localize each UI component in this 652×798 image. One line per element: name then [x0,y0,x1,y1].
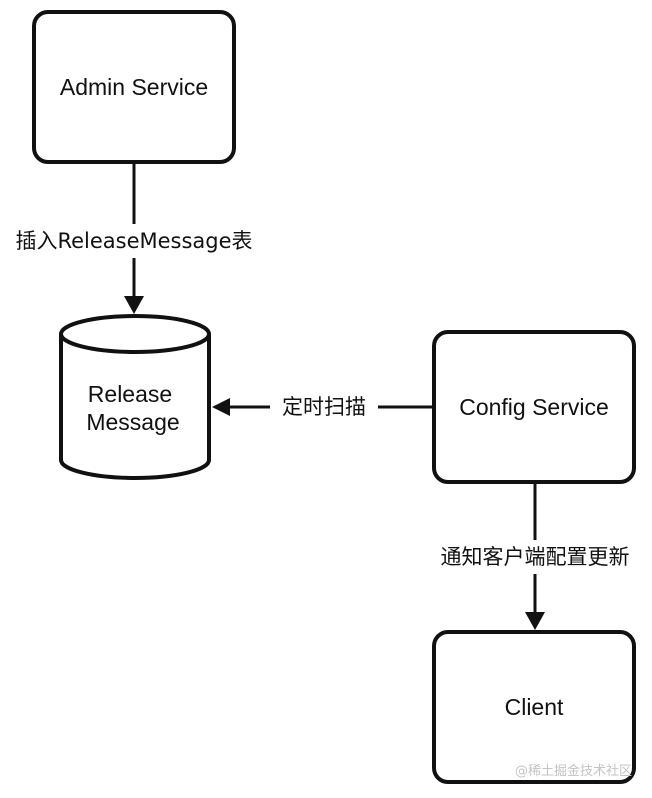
edge-config-to-release-label-bg [270,392,378,422]
node-admin-service-box [32,10,236,164]
edge-config-to-client-label-bg [424,540,646,574]
edge-admin-to-release-arrowhead [124,296,144,314]
node-release-message: Release Message [59,314,211,480]
node-release-message-cylinder-top [59,314,211,354]
node-release-message-label-line1: Release [88,381,172,407]
edge-admin-to-release-label: 插入ReleaseMessage表 [15,229,252,253]
node-config-service-label: Config Service [459,394,609,420]
edge-config-to-release-arrowhead [212,398,230,416]
node-client-box [432,630,636,784]
edge-config-to-client-label: 通知客户端配置更新 [441,545,630,569]
node-config-service: Config Service [432,330,636,484]
node-config-service-box [432,330,636,484]
node-client: Client [432,630,636,784]
node-admin-service: Admin Service [32,10,236,164]
edge-config-to-client-arrowhead [525,612,545,630]
node-release-message-label-line2: Message [86,409,179,435]
node-release-message-cylinder-body [59,334,211,480]
watermark-text: @稀土掘金技术社区 [515,763,632,779]
edge-config-to-release-label: 定时扫描 [282,395,366,419]
edge-admin-to-release-label-bg [2,224,266,258]
node-client-label: Client [505,694,564,720]
node-admin-service-label: Admin Service [60,74,208,100]
